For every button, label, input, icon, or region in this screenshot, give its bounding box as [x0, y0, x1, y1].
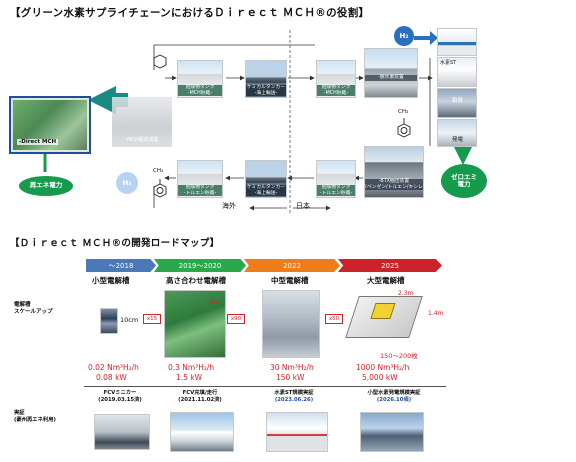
small-dim: 10cm	[120, 316, 139, 324]
output-2-flow: 0.3 Nm³H₂/h	[168, 363, 215, 372]
divider	[84, 386, 446, 387]
btx-plant: -BTX抽出装置 (ベンゼン/トルエン/キシレン)	[364, 146, 430, 198]
output-1-power: 0.08 kW	[96, 373, 127, 382]
output-2-power: 1.5 kW	[176, 373, 203, 382]
h2-station-photo-b: 水素ST	[437, 57, 477, 87]
phase-1: ～2018	[86, 259, 156, 272]
ch3-label-right: CH₃	[398, 109, 409, 115]
demo-3-photo	[266, 412, 328, 452]
tanker-bottom: ケミカルタンカー -海上輸送-	[245, 160, 287, 198]
large-plate-count: 150～200枚	[380, 352, 418, 360]
direct-mch-label: -Direct MCH	[17, 139, 59, 145]
h2-station-photo-a	[437, 28, 477, 56]
small-electrolyzer-photo	[100, 308, 118, 334]
demo-4: 小型水素発電規模実証 (2026.10頃)	[367, 390, 421, 403]
demo-2: FCV充填/走行 (2021.11.02済)	[178, 390, 222, 403]
demo-row-label: 実証 (豪州再エネ利用)	[14, 410, 56, 423]
medium-height-dim: 4m	[210, 300, 219, 306]
phase-2: 2019～2020	[154, 259, 246, 272]
large-dim-b: 1.4m	[428, 310, 444, 317]
stage-medium: 中型電解槽	[271, 276, 309, 285]
output-3-flow: 30 Nm³H₂/h	[270, 363, 314, 372]
multiplier-2: x90	[227, 314, 245, 324]
tank-top-right: 危険物タンク -MCH貯蔵-	[316, 60, 356, 98]
demo-1-photo	[94, 414, 150, 450]
tanker-top: ケミカルタンカー -海上輸送-	[245, 60, 287, 98]
japan-label: 日本	[296, 202, 310, 210]
large-dim-a: 2.3m	[398, 290, 414, 297]
scale-up-row-label: 電解槽 スケールアップ	[14, 302, 53, 316]
multiplier-3: x50	[325, 314, 343, 324]
power-plant-photo: 発電	[437, 119, 477, 147]
output-4-power: 5,000 kW	[362, 373, 398, 382]
supply-chain-title: 【グリーン水素サプライチェーンにおけるＤｉｒｅｃｔ ＭＣＨ®の役割】	[10, 7, 370, 19]
tank-bottom-right: 危険物タンク -トルエン貯蔵-	[316, 160, 356, 198]
dehydrogenation-plant: -脱水素装置	[364, 48, 418, 98]
overseas-label: 海外	[222, 202, 236, 210]
stage-large: 大型電解槽	[367, 276, 405, 285]
tank-top-left: 危険物タンク -MCH貯蔵-	[177, 60, 223, 98]
roadmap-title: 【Ｄｉｒｅｃｔ ＭＣＨ®の開発ロードマップ】	[10, 238, 220, 249]
medium-electrolyzer-photo	[262, 290, 320, 358]
renewable-power-oval: 再エネ電力	[19, 176, 73, 196]
toluene-icon-right	[397, 118, 411, 138]
demo-3: 水素ST規模実証 (2023.06.26)	[274, 390, 314, 403]
demo-1: FCVミニカー (2019.03.15済)	[98, 390, 142, 403]
output-4-flow: 1000 Nm³H₂/h	[356, 363, 410, 372]
output-3-power: 150 kW	[276, 373, 305, 382]
toluene-icon-left	[153, 179, 167, 198]
mch-plant-label: -MCH製造装置	[125, 137, 159, 143]
output-1-flow: 0.02 Nm³H₂/h	[88, 363, 139, 372]
phase-4: 2025	[338, 259, 442, 272]
demo-2-photo	[170, 412, 234, 452]
h2-bubble-right: H₂	[394, 26, 414, 46]
height-matched-photo	[164, 290, 226, 358]
direct-mch-box: -Direct MCH	[9, 96, 91, 154]
phase-3: 2022	[244, 259, 340, 272]
zero-emission-oval: ゼロエミ 電力	[441, 164, 487, 198]
cyclohexane-icon	[153, 54, 167, 69]
tank-bottom-left: 危険物タンク -トルエン貯蔵-	[177, 160, 223, 198]
large-electrolyzer-illustration	[345, 296, 423, 338]
multiplier-1: x15	[143, 314, 161, 324]
stage-height-matched: 高さ合わせ電解槽	[166, 276, 226, 285]
steelworks-photo: 製鉄	[437, 88, 477, 118]
demo-4-photo	[360, 412, 424, 452]
mch-plant-photo	[112, 97, 172, 147]
ch3-label-left: CH₃	[153, 168, 164, 174]
stage-small: 小型電解槽	[92, 276, 130, 285]
h2-bubble-left: H₂	[116, 172, 138, 194]
